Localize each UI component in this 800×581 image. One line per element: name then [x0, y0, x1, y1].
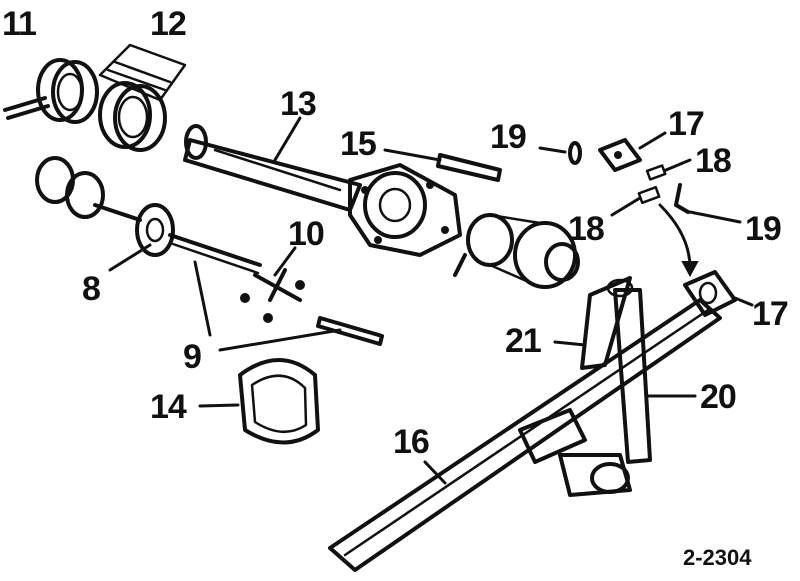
arrow-head: [681, 261, 699, 278]
part-20-radius-arm: [613, 288, 697, 464]
part-16-leaf-spring: [328, 298, 722, 572]
callout-11: 11: [2, 5, 36, 43]
part-18-bushings: [610, 158, 692, 217]
part-11-bearing: [3, 58, 99, 124]
part-8-flange: [108, 203, 175, 272]
callout-19-upper: 19: [490, 118, 526, 156]
part-10-u-joint: [240, 246, 305, 323]
callout-18-lower: 18: [568, 210, 604, 248]
callout-15: 15: [340, 125, 376, 163]
part-19-clip-upper: [538, 141, 582, 165]
pinion-yoke-assembly: [453, 213, 580, 289]
callout-12: 12: [150, 5, 186, 43]
figure-id: 2-2304: [683, 545, 752, 570]
part-17-bracket-lower: [683, 270, 754, 317]
callout-10: 10: [288, 215, 324, 253]
callout-8: 8: [82, 270, 100, 308]
callout-17-upper: 17: [668, 105, 704, 143]
callout-17-lower: 17: [752, 295, 788, 333]
part-19-clip-lower: [674, 183, 742, 224]
callout-19-lower: 19: [745, 210, 781, 248]
callout-9: 9: [183, 338, 201, 376]
differential-housing: [348, 163, 462, 257]
part-13-axle-tube: [183, 116, 362, 212]
callout-18-upper: 18: [695, 142, 731, 180]
callout-21: 21: [505, 322, 541, 360]
axle-shaft-hub: [35, 156, 262, 275]
part-17-bracket-upper: [598, 131, 667, 172]
part-9-shafts: [193, 260, 384, 352]
callout-16: 16: [393, 423, 429, 461]
part-14-cover: [198, 358, 320, 445]
assembly-arrow: [658, 203, 692, 270]
callout-20: 20: [700, 378, 736, 416]
part-15-bolt: [383, 148, 502, 182]
part-12-seals: [98, 43, 187, 152]
callout-14: 14: [150, 388, 187, 426]
callout-13: 13: [280, 85, 316, 123]
